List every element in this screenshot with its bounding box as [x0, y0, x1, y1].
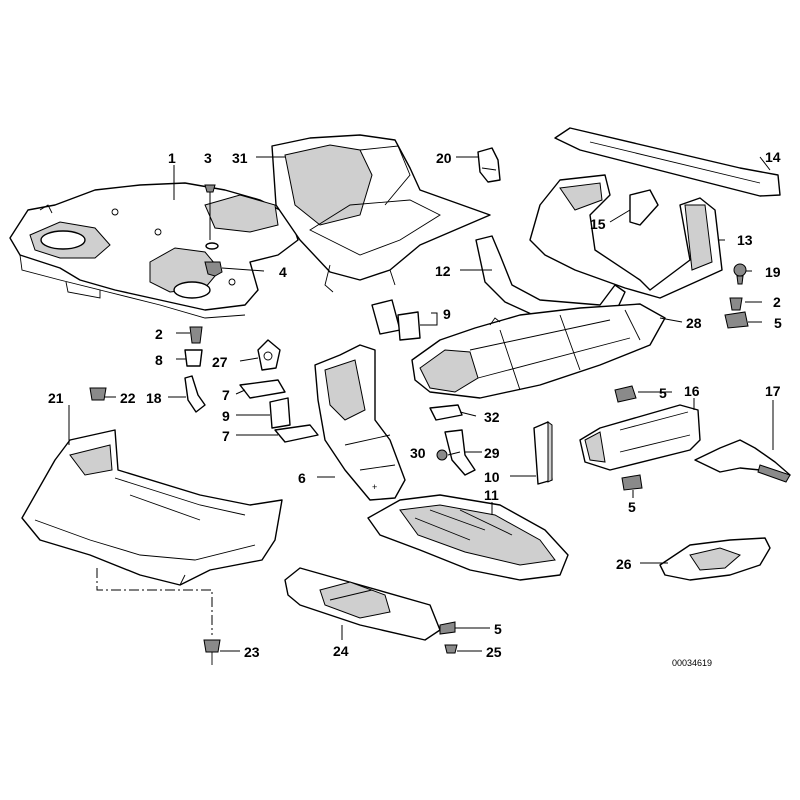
callout-31[interactable]: 31: [232, 150, 248, 166]
callout-32[interactable]: 32: [484, 409, 500, 425]
callout-5-mid[interactable]: 5: [659, 385, 667, 401]
callout-13[interactable]: 13: [737, 232, 753, 248]
part-3-screw[interactable]: [204, 184, 219, 250]
callout-labels: 1 3 31 20 14 15 13 12 19 4 2 9 28 5 2 8 …: [48, 149, 782, 660]
part-2-screw-right[interactable]: [729, 297, 743, 311]
callout-3[interactable]: 3: [204, 150, 212, 166]
part-5-clip-bottom[interactable]: [439, 621, 456, 635]
callout-7-lower[interactable]: 7: [222, 428, 230, 444]
callout-23[interactable]: 23: [244, 644, 260, 660]
part-22-grommet[interactable]: [89, 387, 107, 401]
part-4-clip[interactable]: [204, 261, 223, 277]
callout-25[interactable]: 25: [486, 644, 502, 660]
callout-7-upper[interactable]: 7: [222, 387, 230, 403]
part-20-bracket[interactable]: [477, 147, 501, 183]
diagram-reference-number: 00034619: [672, 658, 712, 668]
part-5-clip-low[interactable]: [621, 474, 643, 491]
part-30-nut[interactable]: [436, 449, 448, 461]
part-5-clip-mid[interactable]: [614, 385, 637, 403]
callout-20[interactable]: 20: [436, 150, 452, 166]
callout-2-right[interactable]: 2: [773, 294, 781, 310]
part-23-bolt[interactable]: [203, 639, 221, 665]
callout-9-lower[interactable]: 9: [222, 408, 230, 424]
callout-5-right[interactable]: 5: [774, 315, 782, 331]
callout-1[interactable]: 1: [168, 150, 176, 166]
part-10-spacer-block[interactable]: [533, 421, 553, 485]
callout-29[interactable]: 29: [484, 445, 500, 461]
callout-12[interactable]: 12: [435, 263, 451, 279]
part-12-floor-strip[interactable]: [475, 235, 626, 321]
callout-22[interactable]: 22: [120, 390, 136, 406]
callout-28[interactable]: 28: [686, 315, 702, 331]
part-25-screw[interactable]: [444, 644, 458, 654]
callout-5-bottom[interactable]: 5: [494, 621, 502, 637]
leader-lines: [68, 156, 774, 652]
part-7-pad-lower[interactable]: [274, 424, 319, 443]
part-16-air-duct[interactable]: [579, 404, 701, 471]
callout-14[interactable]: 14: [765, 149, 781, 165]
part-24-tray[interactable]: [284, 567, 441, 641]
part-17-bracket[interactable]: [694, 439, 791, 483]
part-11-guard[interactable]: [367, 494, 569, 581]
callout-16[interactable]: 16: [684, 383, 700, 399]
callout-10[interactable]: 10: [484, 469, 500, 485]
part-8-rubber-mount[interactable]: [184, 349, 203, 367]
assembly-leader: [96, 568, 213, 635]
callout-18[interactable]: 18: [146, 390, 162, 406]
callout-4[interactable]: 4: [279, 264, 287, 280]
callout-21[interactable]: 21: [48, 390, 64, 406]
part-6-side-panel[interactable]: +: [314, 344, 406, 501]
part-2-screw-left[interactable]: [189, 326, 203, 344]
part-9-pad-lower[interactable]: [269, 397, 291, 429]
part-32-pad[interactable]: [429, 404, 463, 421]
callout-5-low[interactable]: 5: [628, 499, 636, 515]
part-27-clip[interactable]: [257, 339, 281, 371]
part-13-housing[interactable]: [529, 174, 723, 299]
callout-8[interactable]: 8: [155, 352, 163, 368]
callout-17[interactable]: 17: [765, 383, 781, 399]
part-21-splash-shield[interactable]: [21, 429, 283, 586]
part-14-strut-bar[interactable]: [554, 127, 781, 197]
part-18-bracket[interactable]: [184, 375, 206, 413]
part-26-cover[interactable]: [659, 537, 771, 581]
svg-text:+: +: [372, 482, 377, 492]
callout-6[interactable]: 6: [298, 470, 306, 486]
part-5-clip-right[interactable]: [724, 311, 749, 329]
part-15-bracket[interactable]: [629, 189, 659, 226]
part-31-tunnel-panel[interactable]: [271, 134, 491, 293]
callout-11[interactable]: 11: [484, 487, 499, 503]
callout-19[interactable]: 19: [765, 264, 781, 280]
part-1-underbody-panel[interactable]: [9, 182, 299, 319]
callout-26[interactable]: 26: [616, 556, 632, 572]
callout-24[interactable]: 24: [333, 643, 349, 659]
callout-27[interactable]: 27: [212, 354, 228, 370]
callout-2-left[interactable]: 2: [155, 326, 163, 342]
part-28-floor-tray[interactable]: [411, 303, 666, 399]
callout-30[interactable]: 30: [410, 445, 426, 461]
part-7-pad-upper[interactable]: [239, 379, 286, 399]
callout-15[interactable]: 15: [590, 216, 606, 232]
part-19-clip[interactable]: [733, 263, 747, 285]
callout-9-upper[interactable]: 9: [443, 306, 451, 322]
part-9-pad-upper[interactable]: [371, 299, 421, 341]
